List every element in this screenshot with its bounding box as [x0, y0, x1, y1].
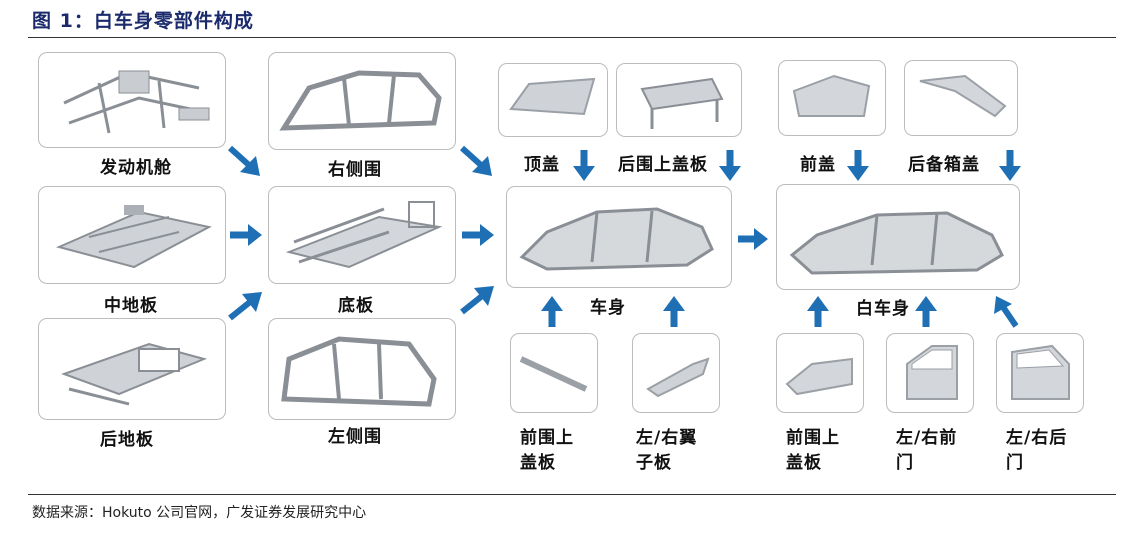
trunk-lid-image — [904, 60, 1018, 136]
arrow-rear-to-underbody — [226, 288, 264, 322]
rear-door-label-line1: 左/右后 — [1006, 428, 1068, 448]
arrow-front-panel-b-to-biw — [806, 295, 830, 329]
rear-door-label: 左/右后门 — [1006, 426, 1086, 476]
top-rule — [28, 37, 1116, 38]
middle-floor-image — [38, 186, 226, 284]
arrow-rear-door-to-biw — [992, 294, 1022, 330]
front-door-label-line2: 门 — [896, 453, 914, 473]
middle-floor-label: 中地板 — [104, 296, 158, 316]
fender-label-line2: 子板 — [636, 453, 672, 473]
rear-floor-image — [38, 318, 226, 420]
arrow-middle-to-underbody — [228, 222, 264, 248]
arrow-body-to-biw — [736, 226, 770, 252]
body-image — [506, 186, 732, 288]
underbody-image — [268, 186, 456, 284]
arrow-engine-to-right-side — [226, 144, 262, 178]
right-side-image — [268, 52, 456, 150]
front-upper-panel-label-line1: 前围上 — [520, 428, 574, 448]
left-side-label: 左侧围 — [328, 427, 382, 447]
left-side-image — [268, 318, 456, 420]
front-upper-panel-label: 前围上盖板 — [520, 426, 600, 476]
fender-image — [632, 333, 720, 413]
arrow-hood-to-biw — [846, 148, 870, 182]
front-upper-panel-b-label: 前围上盖板 — [786, 426, 866, 476]
roof-label: 顶盖 — [524, 155, 560, 175]
front-door-label-line1: 左/右前 — [896, 428, 958, 448]
underbody-label: 底板 — [338, 296, 374, 316]
arrow-front-door-to-biw — [914, 295, 938, 329]
body-label: 车身 — [590, 298, 626, 318]
arrow-left-side-to-body — [458, 282, 496, 316]
front-door-image — [886, 333, 974, 413]
arrow-rear-upper-panel-to-body — [718, 148, 742, 182]
fender-label: 左/右翼子板 — [636, 426, 716, 476]
hood-image — [778, 60, 886, 136]
rear-upper-panel-label: 后围上盖板 — [618, 155, 708, 175]
arrow-roof-to-body — [572, 148, 596, 182]
rear-upper-panel-image — [616, 63, 742, 137]
arrow-underbody-to-body — [460, 222, 496, 248]
front-upper-panel-b-label-line2: 盖板 — [786, 453, 822, 473]
arrow-right-side-to-body — [458, 144, 494, 178]
front-upper-panel-label-line2: 盖板 — [520, 453, 556, 473]
biw-image — [776, 184, 1020, 290]
front-door-label: 左/右前门 — [896, 426, 976, 476]
arrow-trunk-lid-to-biw — [998, 148, 1022, 182]
fender-label-line1: 左/右翼 — [636, 428, 698, 448]
roof-image — [498, 63, 608, 137]
bottom-rule — [28, 494, 1116, 495]
arrow-fender-to-body — [662, 295, 686, 329]
rear-door-image — [996, 333, 1084, 413]
biw-label: 白车身 — [856, 299, 910, 319]
rear-floor-label: 后地板 — [100, 430, 154, 450]
figure-title: 图 1：白车身零部件构成 — [32, 10, 254, 32]
source-note: 数据来源：Hokuto 公司官网，广发证券发展研究中心 — [32, 505, 367, 521]
front-upper-panel-b-image — [776, 333, 864, 413]
rear-door-label-line2: 门 — [1006, 453, 1024, 473]
trunk-lid-label: 后备箱盖 — [908, 155, 980, 175]
hood-label: 前盖 — [800, 155, 836, 175]
engine-bay-image — [38, 52, 226, 148]
right-side-label: 右侧围 — [328, 160, 382, 180]
arrow-front-panel-to-body — [540, 295, 564, 329]
engine-bay-label: 发动机舱 — [100, 158, 172, 178]
front-upper-panel-image — [510, 333, 598, 413]
front-upper-panel-b-label-line1: 前围上 — [786, 428, 840, 448]
